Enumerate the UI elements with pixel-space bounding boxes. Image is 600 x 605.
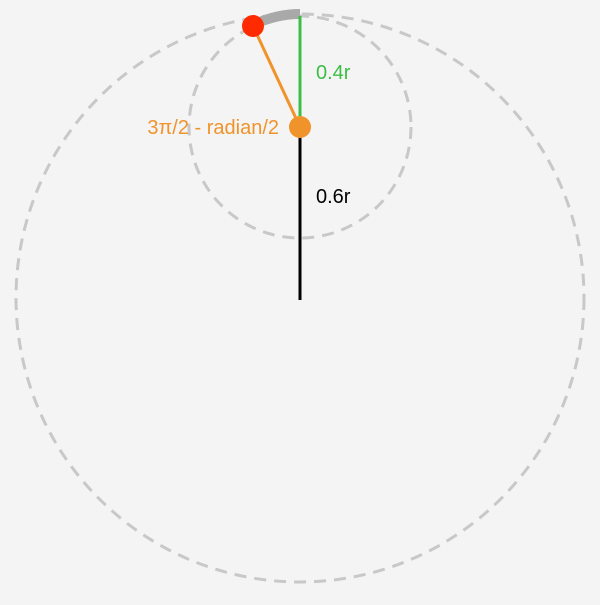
outer-dashed-circle [14,12,586,584]
red-end-point [242,15,264,37]
inner-segment-label: 0.6r [316,186,351,208]
outer-segment-label: 0.4r [316,62,351,84]
orange-center-point [289,116,311,138]
orange-angle-segment [251,25,302,128]
angle-label: 3π/2 - radian/2 [147,117,279,139]
